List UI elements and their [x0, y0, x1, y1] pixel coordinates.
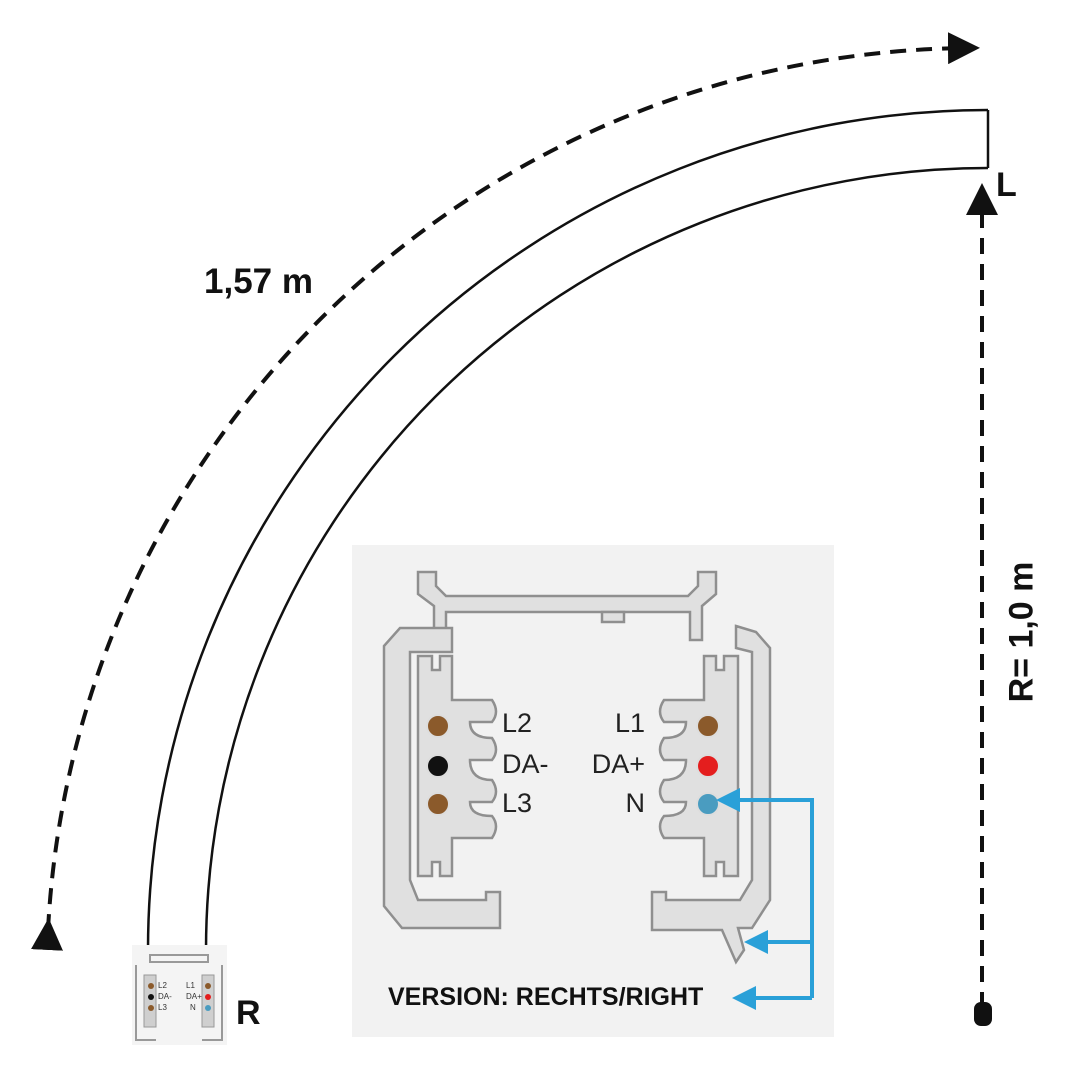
terminal-label-l2: L2 — [502, 708, 533, 738]
arc-length-label: 1,57 m — [204, 262, 313, 301]
mini-label-n: N — [190, 1003, 196, 1012]
conductor-l3 — [426, 792, 450, 816]
mini-end-profile — [132, 945, 227, 1045]
conductor-da-plus — [696, 754, 720, 778]
neutral-side-arrows — [716, 788, 814, 1010]
terminal-label-n: N — [625, 788, 646, 818]
conductors — [426, 714, 720, 816]
mini-label-l1: L1 — [186, 981, 195, 990]
terminal-label-l1: L1 — [614, 708, 645, 738]
mini-label-l3: L3 — [158, 1003, 167, 1012]
radius-label: R= 1,0 m — [1002, 561, 1041, 703]
terminal-label-da-minus: DA- — [502, 749, 549, 779]
radius-arrow — [966, 183, 998, 1026]
mini-label-da-minus: DA- — [158, 992, 172, 1001]
conductor-l2 — [426, 714, 450, 738]
mini-label-l2: L2 — [158, 981, 167, 990]
end-right-label: R — [236, 994, 261, 1032]
terminal-label-da-plus: DA+ — [591, 749, 645, 779]
conductor-l1 — [696, 714, 720, 738]
conductor-da-minus — [426, 754, 450, 778]
track-profile — [382, 570, 772, 965]
end-left-label: L — [996, 166, 1017, 204]
version-label: VERSION: RECHTS/RIGHT — [388, 983, 704, 1011]
terminal-label-l3: L3 — [502, 788, 533, 818]
arc-length-arrow — [30, 32, 980, 951]
conductor-n — [696, 792, 720, 816]
mini-label-da-plus: DA+ — [186, 992, 202, 1001]
